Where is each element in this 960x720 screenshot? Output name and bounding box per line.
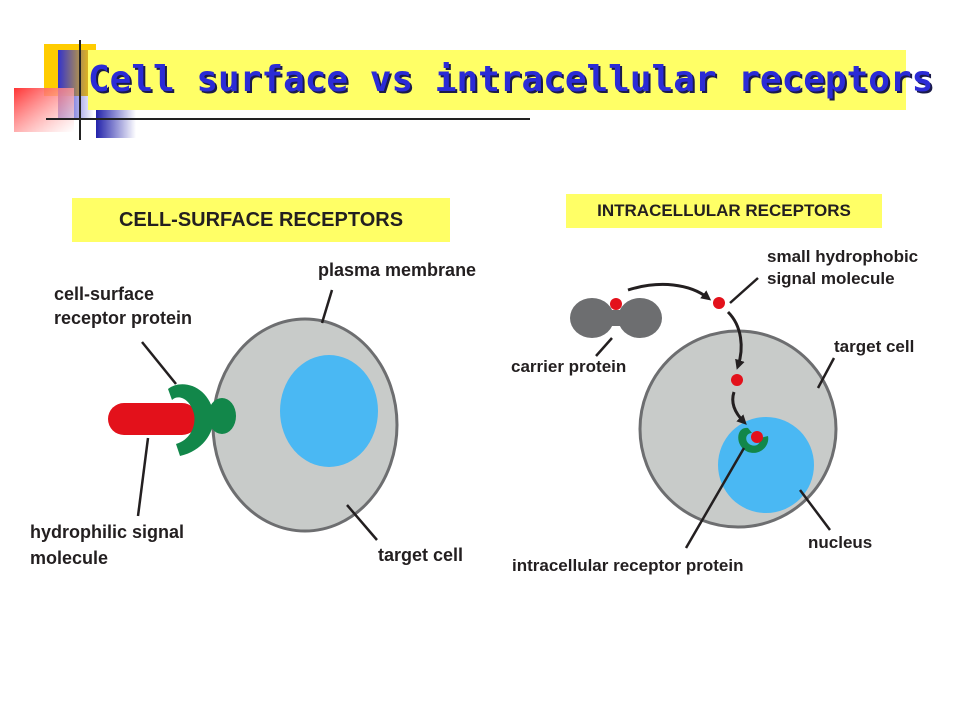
intracellular-receptor <box>738 427 769 453</box>
leader-plasma-membrane <box>320 289 334 324</box>
leader-nucleus <box>799 489 831 531</box>
leader-left-target-cell <box>346 504 378 541</box>
internal-hydrophobic-molecule <box>731 374 743 386</box>
signal-on-carrier <box>610 298 622 310</box>
leader-intracellular-receptor <box>684 447 746 549</box>
leader-signal-molecule <box>136 437 150 517</box>
label-signal-molecule-line2: molecule <box>30 548 109 568</box>
deco-blue-bar <box>96 110 136 138</box>
arrow-to-receptor <box>731 391 747 425</box>
label-right-target-cell: target cell <box>834 337 915 356</box>
label-hydrophobic-line1: small hydrophobic <box>767 247 919 266</box>
arrow-enter-cell <box>726 310 745 370</box>
leader-right-target-cell <box>816 357 836 389</box>
leader-carrier <box>595 337 613 357</box>
label-receptor-protein-line1: cell-surface <box>54 284 155 304</box>
carrier-protein-right <box>618 298 662 338</box>
receptor-anchor <box>208 398 236 434</box>
cell-surface-header: CELL-SURFACE RECEPTORS <box>72 198 450 242</box>
free-hydrophobic-molecule <box>713 297 725 309</box>
arrow-release <box>627 282 712 301</box>
right-nucleus <box>718 417 814 513</box>
leader-hydrophobic <box>729 277 759 304</box>
label-left-target-cell: target cell <box>378 545 464 565</box>
label-signal-molecule-line1: hydrophilic signal <box>30 522 185 542</box>
label-hydrophobic-line2: signal molecule <box>767 269 895 288</box>
deco-red-square <box>14 88 74 132</box>
carrier-protein-bridge <box>598 310 636 326</box>
label-nucleus: nucleus <box>808 533 873 552</box>
carrier-protein-left <box>570 298 614 338</box>
label-intracellular-receptor: intracellular receptor protein <box>512 556 744 575</box>
leader-receptor-protein <box>141 341 177 385</box>
title-highlight <box>88 50 906 110</box>
label-plasma-membrane: plasma membrane <box>318 260 477 280</box>
intracellular-header: INTRACELLULAR RECEPTORS <box>566 194 882 228</box>
left-nucleus <box>280 355 378 467</box>
cell-surface-receptor <box>168 384 214 456</box>
label-carrier-protein: carrier protein <box>511 357 627 376</box>
label-receptor-protein-line2: receptor protein <box>54 308 193 328</box>
slide-title: Cell surface vs intracellular receptors <box>88 59 934 100</box>
hydrophilic-signal-molecule <box>108 403 198 435</box>
bound-signal-molecule <box>751 431 763 443</box>
